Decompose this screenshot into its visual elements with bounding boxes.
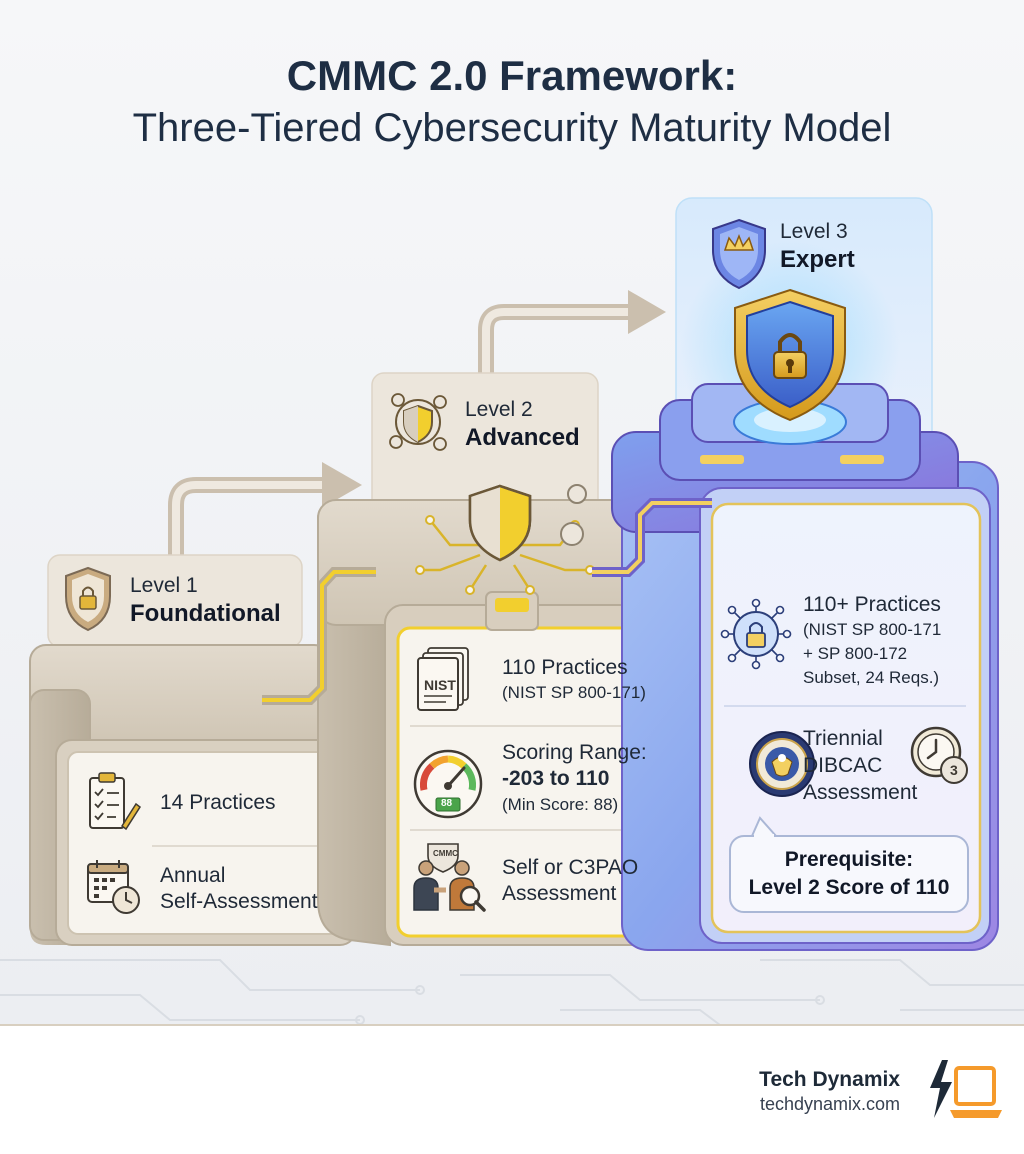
level-1-name: Foundational	[130, 600, 281, 627]
level-1-assessment-line1: Annual	[160, 864, 226, 887]
level-3-assessment-line2: DIBCAC	[803, 754, 883, 777]
level-3-practices-source-line1: (NIST SP 800-171	[803, 620, 942, 639]
level-3-label: Level 3	[780, 220, 848, 243]
level-3-assessment-line3: Assessment	[803, 781, 918, 804]
brand-name: Tech Dynamix	[759, 1068, 900, 1091]
level-2-min-score: (Min Score: 88)	[502, 795, 619, 814]
level-2-assessment-line2: Assessment	[502, 882, 617, 905]
level-1-label: Level 1	[130, 574, 198, 597]
bolt-laptop-icon	[930, 1060, 1002, 1118]
checklist-icon	[89, 772, 142, 831]
level-3-assessment-line1: Triennial	[803, 727, 883, 750]
gear-shield-icon	[389, 393, 447, 451]
level-2-practices: 110 Practices	[502, 656, 628, 679]
prerequisite-value: Level 2 Score of 110	[748, 876, 950, 899]
nist-document-icon	[417, 647, 469, 711]
prerequisite-label: Prerequisite:	[784, 848, 914, 871]
level-3-practices: 110+ Practices	[803, 593, 941, 616]
network-lock-icon	[720, 598, 792, 670]
clock-badge-number: 3	[950, 762, 958, 778]
level-3-practices-source-line2: + SP 800-172	[803, 644, 908, 663]
assessors-icon	[413, 843, 486, 912]
level-1-assessment-line2: Self-Assessment	[160, 890, 318, 913]
triennial-clock-icon	[910, 726, 968, 784]
nist-badge-text: NIST	[424, 677, 456, 693]
calendar-clock-icon	[87, 860, 140, 914]
lock-shield-icon	[65, 566, 111, 632]
gauge-icon	[413, 749, 483, 819]
level-2-block	[262, 372, 682, 947]
level-1-block	[29, 554, 357, 946]
level-1-practices: 14 Practices	[160, 791, 276, 814]
page-subtitle: Three-Tiered Cybersecurity Maturity Mode…	[132, 106, 892, 150]
glowing-lock-shield-icon	[734, 288, 846, 422]
page-title: CMMC 2.0 Framework:	[286, 52, 738, 99]
level-3-practices-source-line3: Subset, 24 Reqs.)	[803, 668, 940, 687]
level-2-scoring-range: -203 to 110	[502, 767, 610, 790]
crown-shield-icon	[712, 218, 766, 290]
level-2-name: Advanced	[465, 424, 580, 451]
level-3-name: Expert	[780, 246, 855, 273]
seal-icon	[749, 731, 815, 797]
cmmc-badge-text: CMMC	[433, 849, 458, 858]
progression-arrows	[168, 290, 666, 563]
level-2-scoring-label: Scoring Range:	[502, 741, 647, 764]
footer-background	[0, 1025, 1024, 1154]
gauge-readout: 88	[441, 798, 453, 809]
brand-url: techdynamix.com	[759, 1094, 900, 1114]
level-2-assessment-line1: Self or C3PAO	[502, 856, 639, 879]
level-2-label: Level 2	[465, 398, 533, 421]
level-2-practices-source: (NIST SP 800-171)	[502, 683, 646, 702]
